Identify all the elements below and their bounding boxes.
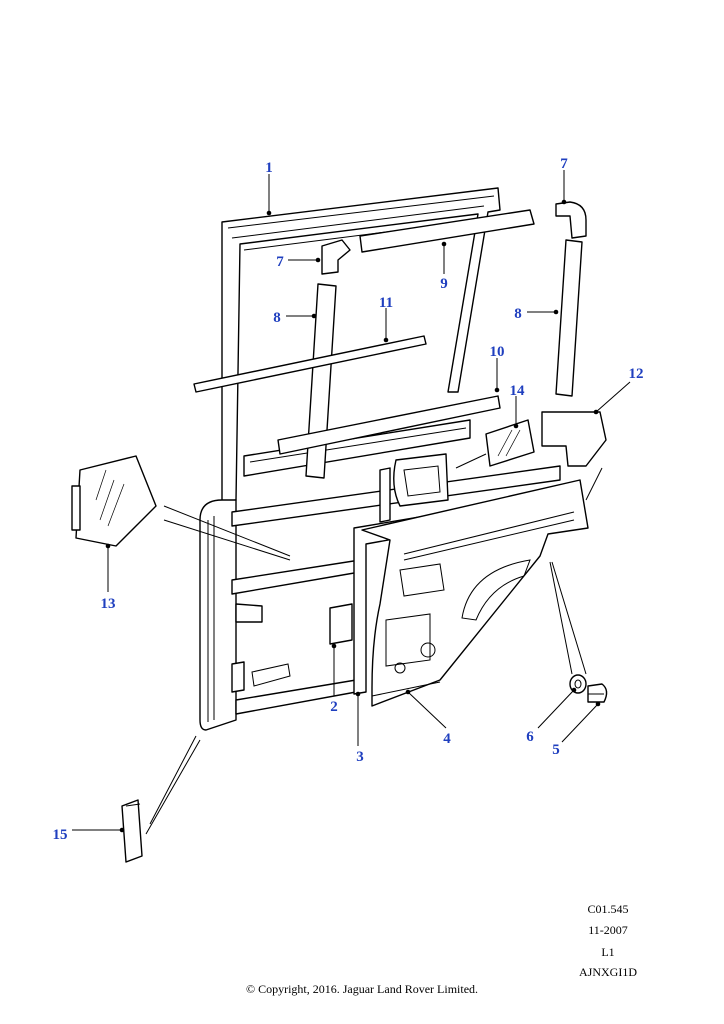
callout-7-left: 7 [276, 254, 284, 270]
leader-dots [105, 199, 601, 833]
callout-4: 4 [443, 731, 451, 747]
part-7-corner-cap-right [555, 201, 587, 239]
reference-code: C01.545 [587, 902, 629, 916]
reference-date: 11-2007 [588, 923, 628, 937]
part-7-corner-cap-left [321, 239, 351, 275]
part-12-bracket [541, 411, 607, 467]
part-14-glass [485, 419, 535, 467]
part-4-inner-panel [361, 479, 589, 707]
callout-13: 13 [101, 596, 116, 612]
callout-1: 1 [265, 160, 273, 176]
part-9-top-glass-run [359, 209, 535, 253]
leader-lines [72, 170, 631, 835]
copyright-notice: © Copyright, 2016. Jaguar Land Rover Lim… [245, 982, 479, 996]
callout-6: 6 [526, 729, 534, 745]
part-8-channel-left [305, 283, 337, 479]
part-10-waist-seal [277, 395, 501, 455]
callout-8-left: 8 [273, 310, 281, 326]
callout-11: 11 [379, 295, 393, 311]
callout-5: 5 [552, 742, 560, 758]
part-8-channel-right [555, 239, 583, 397]
part-13-quarter-glass [71, 455, 157, 547]
callout-2: 2 [330, 699, 338, 715]
part-5-bolt [587, 683, 608, 703]
callout-12: 12 [629, 366, 644, 382]
callout-7-right: 7 [560, 156, 568, 172]
callout-10: 10 [490, 344, 505, 360]
callout-14: 14 [510, 383, 526, 399]
part-15-stop-block [121, 799, 143, 863]
callout-9: 9 [440, 276, 448, 292]
part-11-rail [193, 335, 427, 393]
callout-3: 3 [356, 749, 364, 765]
reference-level: L1 [601, 945, 615, 959]
part-2-pad [329, 603, 353, 645]
callout-8-right: 8 [514, 306, 522, 322]
reference-id: AJNXGI1D [579, 965, 637, 979]
callout-15: 15 [53, 827, 68, 843]
